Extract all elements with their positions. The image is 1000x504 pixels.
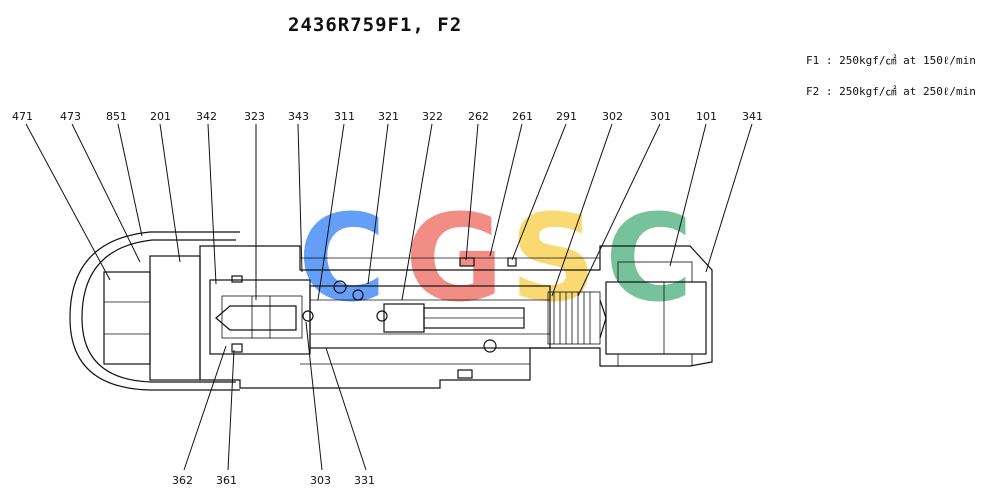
inner-sleeve xyxy=(209,279,551,355)
label-302: 302 xyxy=(602,110,623,123)
label-331: 331 xyxy=(354,474,375,487)
label-262: 262 xyxy=(468,110,489,123)
label-851: 851 xyxy=(106,110,127,123)
watermark-letter-g: G xyxy=(405,190,504,329)
watermark-letter-s: S xyxy=(510,190,596,329)
label-362: 362 xyxy=(172,474,193,487)
label-261: 261 xyxy=(512,110,533,123)
leader-lines-top xyxy=(25,123,753,301)
spec-f1: F1 : 250kgf/㎠ at 150ℓ/min xyxy=(806,54,976,67)
label-342: 342 xyxy=(196,110,217,123)
label-343: 343 xyxy=(288,110,309,123)
adjust-plug xyxy=(605,261,707,367)
lock-nut xyxy=(103,255,201,381)
label-323: 323 xyxy=(244,110,265,123)
label-473: 473 xyxy=(60,110,81,123)
leader-lines-bottom xyxy=(183,321,367,471)
label-101: 101 xyxy=(696,110,717,123)
cap-outline xyxy=(69,231,240,391)
label-201: 201 xyxy=(150,110,171,123)
label-361: 361 xyxy=(216,474,237,487)
part-labels-top: 471 473 851 201 342 323 343 311 321 322 … xyxy=(12,110,763,123)
watermark-letter-c2: C xyxy=(605,190,693,329)
label-321: 321 xyxy=(378,110,399,123)
poppet-piston xyxy=(215,303,525,333)
label-322: 322 xyxy=(422,110,443,123)
seals xyxy=(231,257,517,379)
label-291: 291 xyxy=(556,110,577,123)
label-303: 303 xyxy=(310,474,331,487)
spec-f2: F2 : 250kgf/㎠ at 250ℓ/min xyxy=(806,85,976,98)
label-471: 471 xyxy=(12,110,33,123)
label-311: 311 xyxy=(334,110,355,123)
drawing-title: 2436R759F1, F2 xyxy=(288,14,463,36)
watermark-letter-c1: C xyxy=(298,190,386,329)
label-341: 341 xyxy=(742,110,763,123)
valve-body xyxy=(199,245,713,389)
part-labels-bottom: 362 361 303 331 xyxy=(172,474,375,487)
label-301: 301 xyxy=(650,110,671,123)
